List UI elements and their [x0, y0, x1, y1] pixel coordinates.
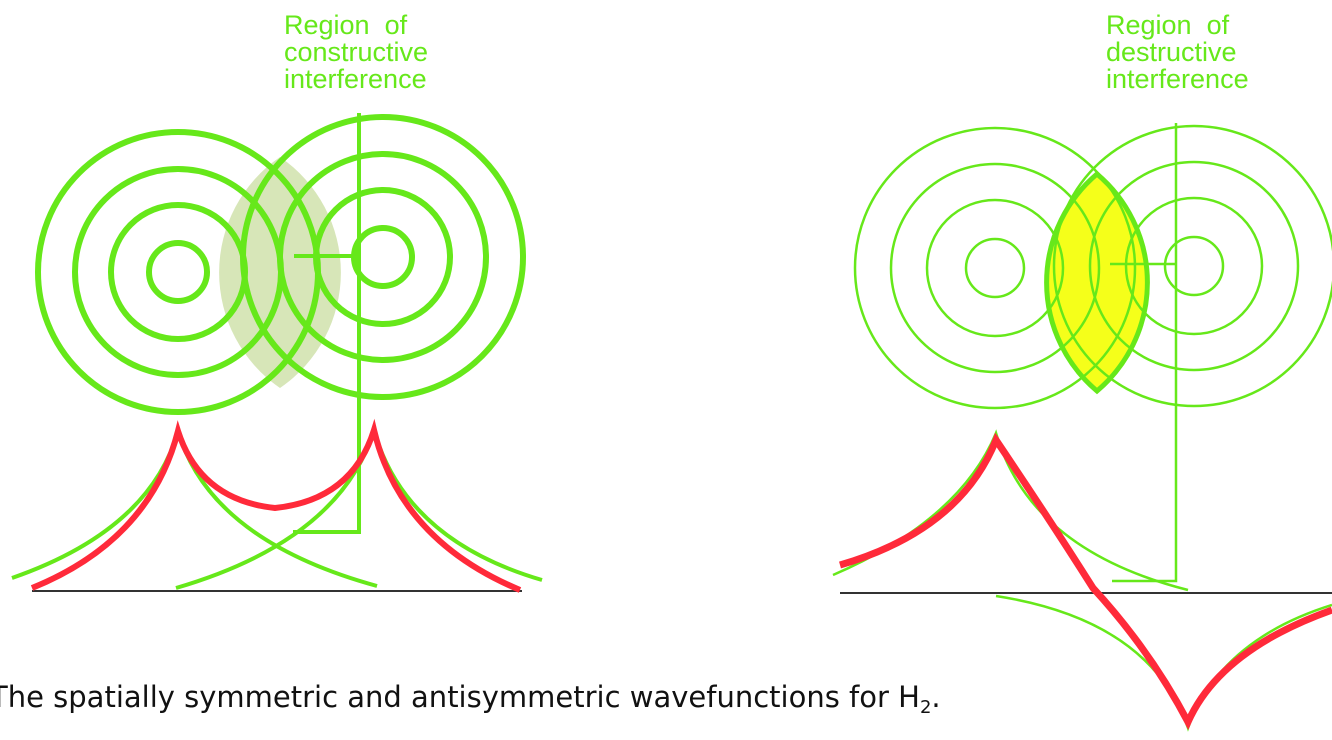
antisymmetric-panel	[832, 123, 1332, 732]
destructive-label-line-3: interference	[1106, 64, 1249, 94]
constructive-label-line-1: Region of	[284, 10, 408, 40]
right-atom-orbitals-thin	[1052, 124, 1332, 408]
destructive-label-line-1: Region of	[1106, 10, 1230, 40]
destructive-pointer-line	[1110, 123, 1178, 583]
figure-caption: The spatially symmetric and antisymmetri…	[0, 680, 941, 718]
symmetric-wavefunction-curve	[30, 418, 522, 593]
caption-suffix: .	[931, 680, 941, 714]
left-atomic-wavefunction	[11, 423, 378, 588]
constructive-label-line-3: interference	[284, 64, 427, 94]
destructive-label-line-2: destructive	[1106, 37, 1237, 67]
destructive-region-label: Region of destructive interference	[1106, 12, 1249, 93]
symmetric-panel	[11, 113, 543, 593]
constructive-region-label: Region of constructive interference	[284, 12, 428, 93]
constructive-label-line-2: constructive	[284, 37, 429, 67]
antisymmetric-wavefunction-curve	[839, 432, 1332, 731]
caption-subscript: 2	[919, 697, 932, 718]
caption-text: The spatially symmetric and antisymmetri…	[0, 680, 920, 714]
destructive-overlap-outline	[1044, 170, 1150, 395]
constructive-pointer-line	[293, 113, 361, 534]
right-atomic-wavefunction-negative	[995, 594, 1332, 732]
left-atom-orbitals-thin	[853, 126, 1137, 410]
